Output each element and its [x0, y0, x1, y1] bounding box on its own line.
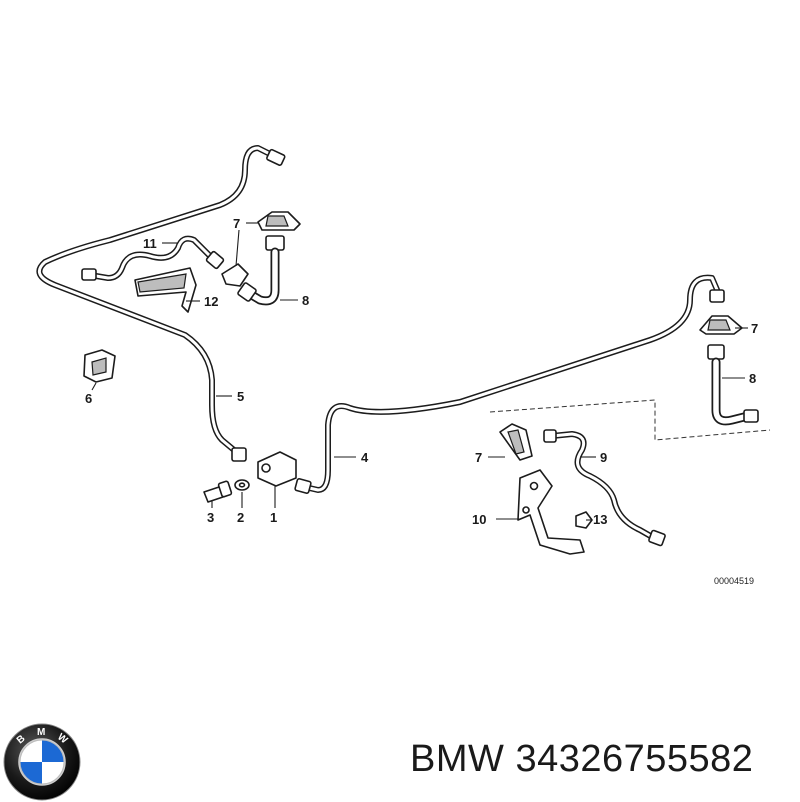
- callout-8-right: 8: [722, 371, 756, 386]
- brake-hose-8-upper: [237, 235, 285, 306]
- callout-7-right: 7: [735, 321, 758, 336]
- clip-7-lower: [499, 423, 533, 461]
- svg-text:4: 4: [361, 450, 369, 465]
- callout-7-upper: 7: [233, 216, 258, 267]
- callout-10: 10: [472, 512, 520, 527]
- callout-11: 11: [143, 236, 178, 251]
- assembly-dashed-outline: [489, 399, 771, 441]
- document-number: 00004519: [714, 576, 754, 586]
- svg-text:12: 12: [204, 294, 218, 309]
- svg-text:7: 7: [233, 216, 240, 231]
- callout-1: 1: [270, 485, 277, 525]
- pipe-end-fitting: [709, 289, 725, 303]
- svg-text:10: 10: [472, 512, 486, 527]
- callout-5: 5: [216, 389, 244, 404]
- brake-pipe-9: [543, 429, 666, 547]
- callout-2: 2: [237, 492, 244, 525]
- pipe-end-fitting: [81, 250, 225, 281]
- svg-text:13: 13: [593, 512, 607, 527]
- brake-pipe-11: [87, 235, 215, 281]
- brake-pipe-4: [302, 274, 721, 493]
- svg-text:7: 7: [475, 450, 482, 465]
- callout-3: 3: [207, 500, 214, 525]
- bracket-12: [134, 267, 197, 313]
- part-caption: BMW 34326755582: [410, 738, 753, 781]
- brand-name: BMW: [410, 738, 505, 780]
- svg-text:5: 5: [237, 389, 244, 404]
- svg-text:2: 2: [237, 510, 244, 525]
- clip-small-upper: [221, 263, 249, 287]
- callout-6: 6: [85, 382, 97, 406]
- brake-pipe-5: [36, 145, 281, 458]
- callout-13: 13: [586, 512, 607, 527]
- svg-text:3: 3: [207, 510, 214, 525]
- pipe-end-fitting: [266, 148, 286, 166]
- svg-text:8: 8: [302, 293, 309, 308]
- washer-2: [234, 479, 250, 491]
- svg-text:7: 7: [751, 321, 758, 336]
- clip-6: [83, 349, 116, 383]
- callout-7-lower: 7: [475, 450, 505, 465]
- clip-7-right: [699, 315, 743, 335]
- distribution-block-1: [231, 447, 312, 494]
- svg-text:1: 1: [270, 510, 277, 525]
- callout-9: 9: [580, 450, 607, 465]
- callout-12: 12: [186, 294, 218, 309]
- svg-text:11: 11: [143, 236, 157, 251]
- bmw-logo: B M W: [3, 723, 81, 801]
- svg-text:6: 6: [85, 391, 92, 406]
- bracket-10: [517, 469, 585, 555]
- screw-3: [203, 480, 233, 503]
- brake-hose-8-right: [707, 344, 759, 426]
- clip-7-upper: [257, 211, 301, 231]
- nut-13: [575, 511, 593, 529]
- svg-text:8: 8: [749, 371, 756, 386]
- callout-4: 4: [334, 450, 369, 465]
- part-number: 34326755582: [515, 738, 754, 780]
- svg-text:M: M: [37, 727, 45, 738]
- svg-text:9: 9: [600, 450, 607, 465]
- callout-8-upper: 8: [280, 293, 309, 308]
